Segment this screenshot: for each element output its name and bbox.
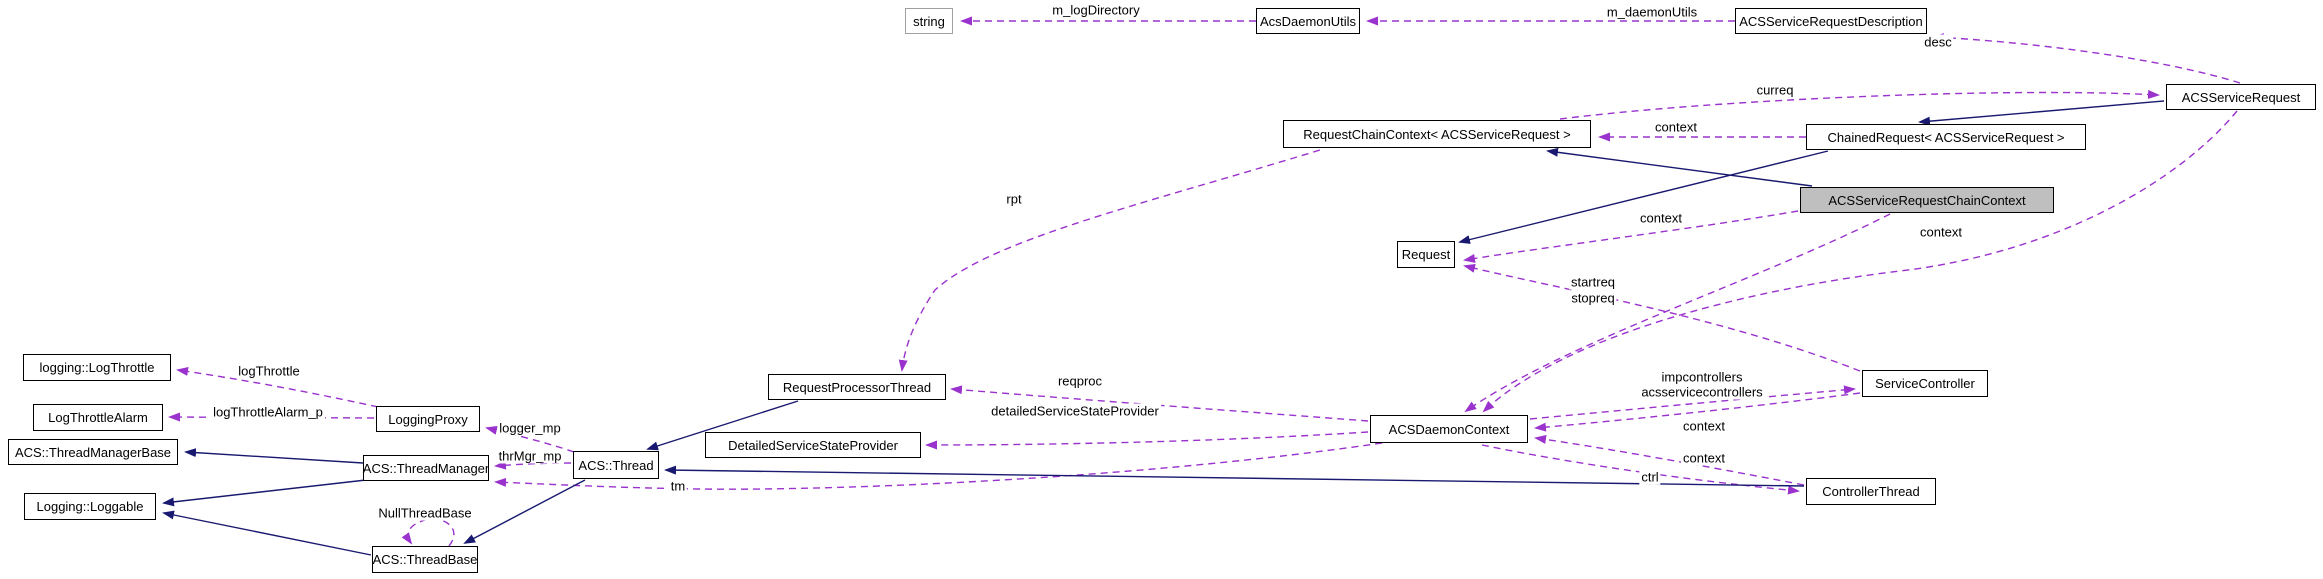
edge-label-stopreq: stopreq <box>1569 290 1617 306</box>
node-controller-thread[interactable]: ControllerThread <box>1806 478 1936 505</box>
edge-thread-to-threadmanager-thrMgr_mp <box>494 460 572 470</box>
edge-thread-to-threadbase <box>463 479 586 544</box>
edge-requestchaincontext-to-requestprocessorthread-rpt <box>898 149 1321 372</box>
edge-daemoncontext-to-controllerthread-ctrl <box>1481 444 1800 495</box>
edge-label-logThrottle: logThrottle <box>236 363 302 379</box>
edge-threadbase-selfloop-NullThreadBase <box>401 518 455 547</box>
edge-label-context-chained-to-rcc: context <box>1653 119 1699 135</box>
edge-label-context-ct-to-daemonctx: context <box>1681 450 1727 466</box>
edge-chainedrequest-to-request <box>1458 150 1829 244</box>
edge-label-context-request-to-daemonctx: context <box>1918 224 1964 240</box>
edge-daemoncontext-to-requestprocessorthread-reqproc <box>950 385 1369 422</box>
node-acs-thread-manager[interactable]: ACS::ThreadManager <box>363 455 489 481</box>
edge-label-detailedServiceStateProvider: detailedServiceStateProvider <box>989 403 1161 419</box>
node-acs-thread[interactable]: ACS::Thread <box>573 451 659 479</box>
node-logging-loggable[interactable]: Logging::Loggable <box>24 493 156 520</box>
node-acs-service-request-description[interactable]: ACSServiceRequestDescription <box>1735 8 1927 34</box>
edge-label-startreq: startreq <box>1568 274 1618 290</box>
node-acs-thread-manager-base[interactable]: ACS::ThreadManagerBase <box>8 439 178 465</box>
edge-chainctx-to-request-context <box>1463 210 1799 263</box>
edge-label-logger_mp: logger_mp <box>497 420 563 436</box>
node-request-chain-context[interactable]: RequestChainContext< ACSServiceRequest > <box>1283 120 1591 148</box>
edge-threadmanager-to-loggable <box>162 479 367 507</box>
edge-label-tm: tm <box>668 478 688 494</box>
edge-chainctx-to-requestchaincontext <box>1546 147 1813 187</box>
edge-label-ctrl: ctrl <box>1639 469 1661 485</box>
edge-label-desc: desc <box>1922 34 1954 50</box>
edge-label-curreq: curreq <box>1754 82 1796 98</box>
edge-controllerthread-to-thread <box>664 465 1805 487</box>
edge-acsservicerequest-to-chainedrequest <box>1918 100 2165 126</box>
node-detailed-service-state-provider[interactable]: DetailedServiceStateProvider <box>705 432 921 458</box>
edge-label-logThrottleAlarm_p: logThrottleAlarm_p <box>211 404 325 420</box>
edge-threadmanager-to-threadmanagerbase <box>184 448 364 464</box>
edge-label-impcontrollers: impcontrollers <box>1659 369 1745 385</box>
edge-controllerthread-to-daemoncontext-context <box>1534 434 1805 486</box>
node-request[interactable]: Request <box>1397 241 1455 268</box>
edge-acsservicerequest-to-daemoncontext-context <box>1482 110 2238 413</box>
edge-chainctx-to-daemoncontext <box>1464 213 1891 413</box>
edge-label-m_daemonUtils: m_daemonUtils <box>1604 4 1700 20</box>
node-acs-daemon-utils[interactable]: AcsDaemonUtils <box>1256 8 1360 34</box>
edge-requestchaincontext-to-acsservicerequest-curreq <box>1559 89 2160 120</box>
node-acs-service-request-chain-context[interactable]: ACSServiceRequestChainContext <box>1800 187 2054 213</box>
node-log-throttle-alarm[interactable]: LogThrottleAlarm <box>33 404 163 431</box>
edge-label-m_logDirectory: m_logDirectory <box>1050 2 1142 18</box>
node-acs-daemon-context[interactable]: ACSDaemonContext <box>1370 415 1528 443</box>
node-acs-thread-base[interactable]: ACS::ThreadBase <box>372 546 478 573</box>
node-chained-request[interactable]: ChainedRequest< ACSServiceRequest > <box>1806 124 2086 150</box>
edge-servicecontroller-to-daemoncontext-context <box>1534 392 1861 432</box>
edge-label-reqproc: reqproc <box>1055 373 1105 389</box>
edge-loggingproxy-to-logthrottle-logThrottle <box>176 367 379 408</box>
edge-label-acsservicecontrollers: acsservicecontrollers <box>1639 384 1765 400</box>
edge-daemoncontext-to-detailedprovider <box>925 431 1369 450</box>
node-acs-service-request[interactable]: ACSServiceRequest <box>2166 84 2316 110</box>
edge-acsservicerequest-to-description-desc <box>1932 33 2241 84</box>
edge-label-thrMgr_mp: thrMgr_mp <box>496 448 564 464</box>
node-string[interactable]: string <box>905 8 953 34</box>
edge-threadbase-to-loggable <box>162 510 372 556</box>
edge-label-NullThreadBase: NullThreadBase <box>376 505 474 521</box>
edge-label-context-chainctx-to-request: context <box>1638 210 1684 226</box>
edge-requestprocessorthread-to-thread <box>646 400 799 451</box>
edge-label-context-sc-to-daemonctx: context <box>1681 418 1727 434</box>
edge-daemoncontext-to-servicecontroller-impcontrollers <box>1529 385 1856 420</box>
node-logging-proxy[interactable]: LoggingProxy <box>376 406 480 432</box>
node-request-processor-thread[interactable]: RequestProcessorThread <box>768 374 946 400</box>
node-service-controller[interactable]: ServiceController <box>1862 370 1988 397</box>
node-logging-log-throttle[interactable]: logging::LogThrottle <box>23 354 171 381</box>
edge-label-rpt: rpt <box>1004 191 1024 207</box>
edge-servicecontroller-to-request-startreq-stopreq <box>1463 263 1861 372</box>
